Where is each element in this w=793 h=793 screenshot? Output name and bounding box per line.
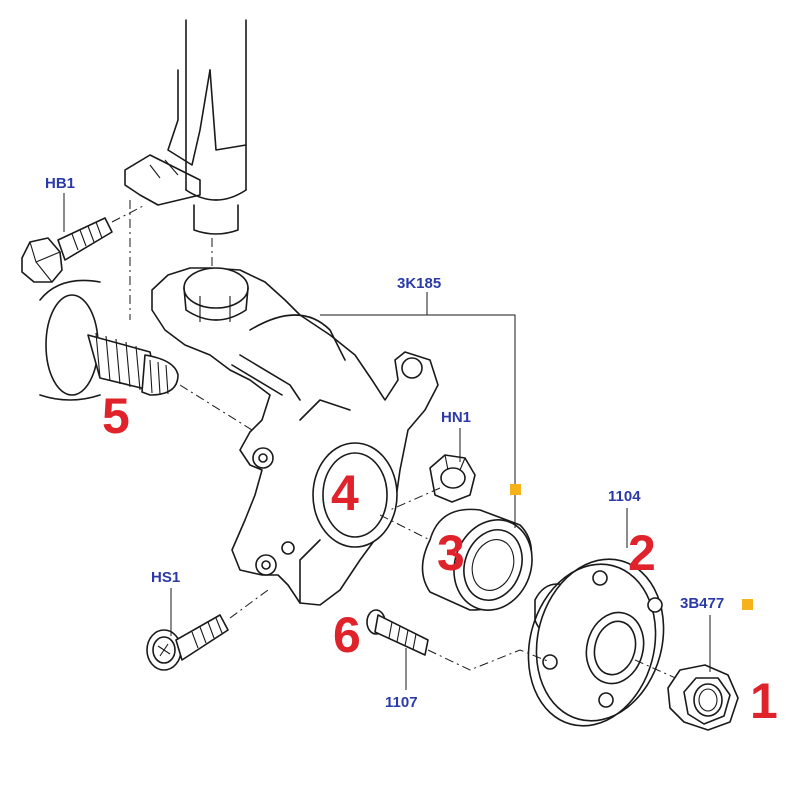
- leader-3k185: [320, 314, 516, 528]
- part-label-hs1: HS1: [151, 569, 180, 586]
- steering-knuckle: [151, 267, 439, 606]
- part-label-hb1: HB1: [45, 175, 75, 192]
- part-label-1107: 1107: [385, 694, 418, 711]
- strut-shock-absorber: [124, 19, 247, 270]
- step-number-5: 5: [102, 388, 130, 444]
- hub-nut: [667, 664, 739, 731]
- part-label-3k185: 3K185: [397, 275, 441, 292]
- drive-shaft: [39, 279, 261, 436]
- torx-bolt-hs1: [146, 589, 269, 671]
- part-label-hn1: HN1: [441, 409, 471, 426]
- hex-bolt-hb1: [21, 200, 146, 320]
- step-number-2: 2: [628, 525, 656, 581]
- square-marker-icon: [742, 599, 753, 610]
- step-number-1: 1: [750, 673, 778, 729]
- wheel-hub: [527, 558, 681, 727]
- step-number-4: 4: [331, 465, 359, 521]
- square-marker-icon: [510, 484, 521, 495]
- wheel-bearing: [379, 508, 533, 611]
- step-number-6: 6: [333, 607, 361, 663]
- nut-hn1: [389, 454, 476, 511]
- part-label-3b477: 3B477: [680, 595, 724, 612]
- step-number-3: 3: [437, 525, 465, 581]
- part-label-1104: 1104: [608, 488, 641, 505]
- wheel-stud: [366, 609, 551, 671]
